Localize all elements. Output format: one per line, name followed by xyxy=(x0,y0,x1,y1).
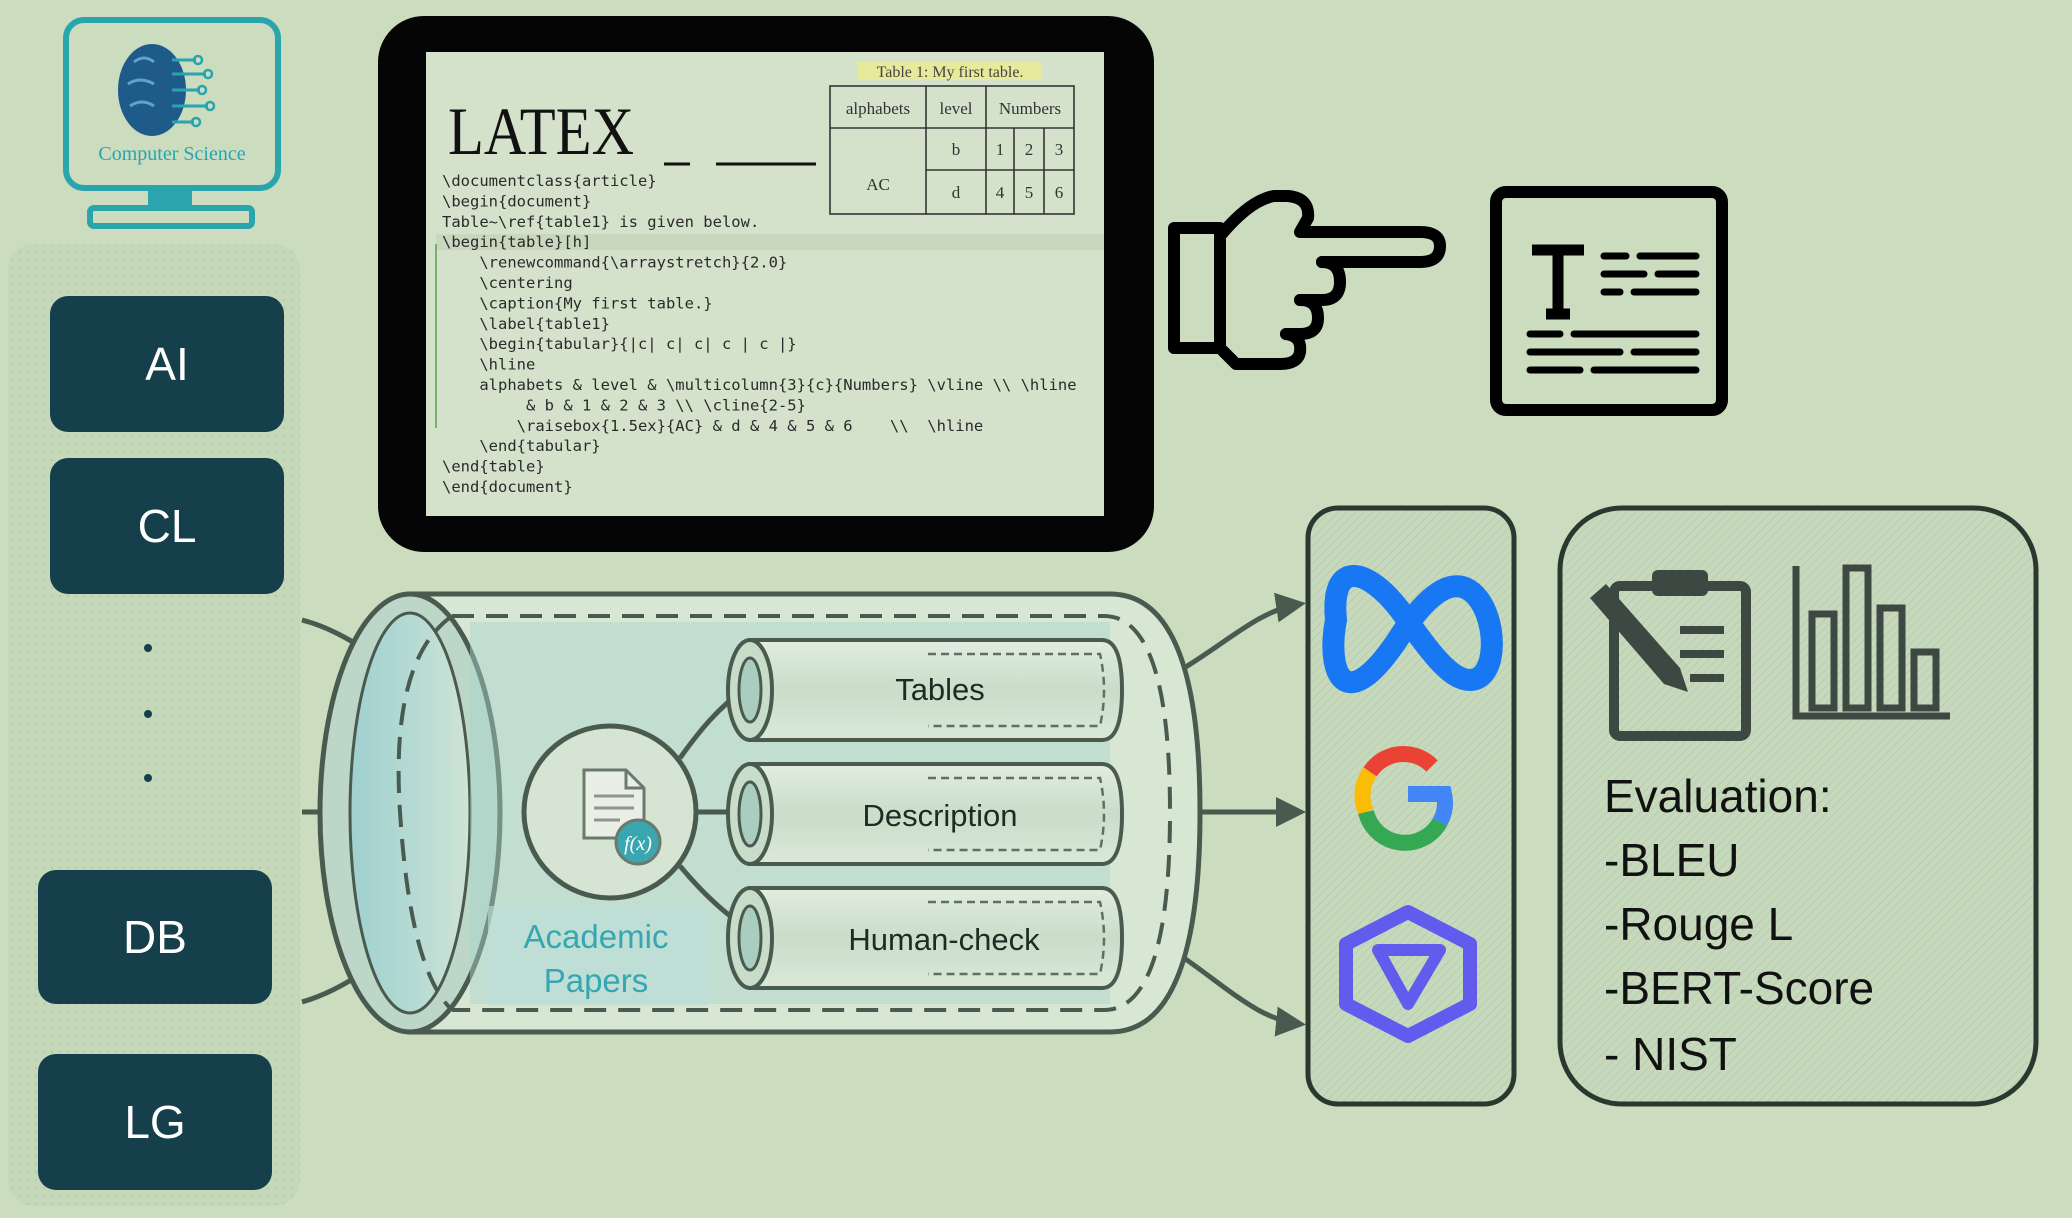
evaluation-metric: -BERT-Score xyxy=(1604,962,1874,1014)
latex-code-line: \end{table} xyxy=(442,458,545,476)
output-arrows xyxy=(1182,592,1306,1037)
table-merged-cell: AC xyxy=(866,175,890,194)
tube-description: Description xyxy=(726,762,1125,866)
category-db: DB xyxy=(38,870,272,1004)
latex-logo: LATEX xyxy=(448,93,816,169)
table-cell: 3 xyxy=(1055,140,1064,159)
latex-code-line: \renewcommand{\arraystretch}{2.0} xyxy=(442,254,787,272)
latex-code-line: \begin{table}[h] xyxy=(442,233,591,251)
latex-code-line: & b & 1 & 2 & 3 \\ \cline{2-5} xyxy=(442,396,806,414)
latex-code-line: Table~\ref{table1} is given below. xyxy=(442,213,759,231)
table-cell: 2 xyxy=(1025,140,1034,159)
table-header-cell: alphabets xyxy=(846,99,910,118)
table-cell: 4 xyxy=(996,183,1005,202)
latex-code-line: \end{tabular} xyxy=(442,437,601,455)
table-cell: 1 xyxy=(996,140,1005,159)
category-label: CL xyxy=(138,500,197,552)
academic-papers-label-line1: Academic xyxy=(524,918,669,955)
pointing-hand-icon xyxy=(1168,190,1446,370)
latex-tablet: LATEX Table 1: My first table. alphabets… xyxy=(378,16,1154,552)
latex-code-line: \centering xyxy=(442,274,573,292)
table-header-cell: Numbers xyxy=(999,99,1061,118)
table-cell: 6 xyxy=(1055,183,1064,202)
category-label: LG xyxy=(124,1096,185,1148)
latex-code-line: alphabets & level & \multicolumn{3}{c}{N… xyxy=(442,376,1077,394)
latex-code-line: \begin{document} xyxy=(442,192,591,210)
formula-icon: f(x) xyxy=(614,818,662,866)
tube-label: Description xyxy=(862,798,1017,833)
category-ellipsis xyxy=(144,644,152,782)
latex-code-line: \label{table1} xyxy=(442,315,610,333)
tube-label: Tables xyxy=(895,672,985,707)
latex-code-line: \caption{My first table.} xyxy=(442,294,713,312)
evaluation-panel: Evaluation: -BLEU -Rouge L -BERT-Score -… xyxy=(1557,505,2039,1107)
latex-code-line: \hline xyxy=(442,356,535,374)
category-lg: LG xyxy=(38,1054,272,1190)
tube-human-check: Human-check xyxy=(726,886,1125,990)
evaluation-metric: - NIST xyxy=(1604,1028,1737,1080)
evaluation-metric: -BLEU xyxy=(1604,834,1739,886)
models-panel xyxy=(1305,505,1517,1107)
table-cell: b xyxy=(952,140,961,159)
category-label: AI xyxy=(145,338,188,390)
latex-code-line: \raisebox{1.5ex}{AC} & d & 4 & 5 & 6 \\ … xyxy=(442,417,983,435)
qwen-icon xyxy=(1339,905,1477,1043)
text-document-icon xyxy=(1490,186,1728,416)
academic-papers-label-line2: Papers xyxy=(544,962,649,999)
computer-science-monitor-icon: Computer Science xyxy=(63,17,281,229)
rendered-latex-table: Table 1: My first table. alphabets level… xyxy=(829,62,1075,215)
google-icon xyxy=(1354,746,1453,851)
latex-code-line: \end{document} xyxy=(442,478,573,496)
tube-label: Human-check xyxy=(848,922,1040,957)
bar-chart-icon xyxy=(1792,564,1950,720)
evaluation-metric: -Rouge L xyxy=(1604,898,1793,950)
meta-icon xyxy=(1322,565,1503,694)
category-cl: CL xyxy=(50,458,284,594)
computer-science-label: Computer Science xyxy=(98,143,245,165)
table-caption: Table 1: My first table. xyxy=(877,64,1024,81)
latex-code-editor: \documentclass{article} \begin{document} T… xyxy=(435,172,1104,496)
latex-code-line: \begin{tabular}{|c| c| c| c | c |} xyxy=(442,335,797,353)
table-header-cell: level xyxy=(939,99,972,118)
academic-papers-hub: f(x) Academic Papers xyxy=(488,723,708,1006)
clipboard-pencil-icon xyxy=(1590,570,1751,741)
latex-code-line: \documentclass{article} xyxy=(442,172,657,190)
table-cell: d xyxy=(952,183,961,202)
evaluation-title: Evaluation: xyxy=(1604,770,1832,822)
category-label: DB xyxy=(123,911,187,963)
category-ai: AI xyxy=(50,296,284,432)
brain-icon xyxy=(118,44,216,136)
svg-text:f(x): f(x) xyxy=(624,833,652,855)
tube-tables: Tables xyxy=(726,638,1125,742)
latex-logo-text: LATEX xyxy=(448,93,634,169)
table-cell: 5 xyxy=(1025,183,1034,202)
